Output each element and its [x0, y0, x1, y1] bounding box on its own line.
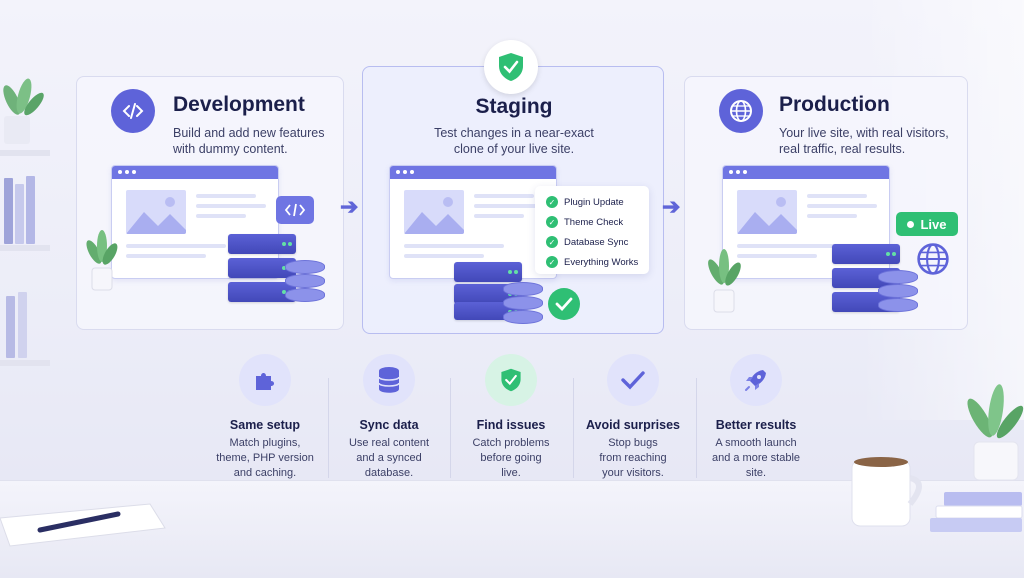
background-plant-icon — [3, 78, 44, 144]
background-plant-icon — [967, 384, 1024, 481]
check-icon: ✓ — [546, 196, 558, 208]
feature-title: Better results — [715, 418, 797, 432]
checklist-item: ✓Everything Works — [546, 256, 638, 268]
live-dot-icon — [907, 220, 915, 228]
checklist-panel: ✓Plugin Update ✓Theme Check ✓Database Sy… — [535, 186, 649, 274]
code-icon — [111, 89, 155, 133]
development-title: Development — [173, 93, 305, 116]
feature-title: Sync data — [359, 418, 419, 432]
feature-title: Same setup — [229, 418, 301, 432]
arrow-right-icon: ➔ — [662, 194, 681, 219]
check-icon: ✓ — [546, 216, 558, 228]
background-book — [6, 296, 15, 358]
background-book — [18, 292, 27, 358]
book-stack-icon — [930, 492, 1023, 532]
production-description: Your live site, with real visitors,real … — [779, 126, 949, 156]
check-icon: ✓ — [546, 236, 558, 248]
background-shelf — [0, 360, 50, 366]
feature-same-setup: Same setup Match plugins,theme, PHP vers… — [206, 354, 324, 481]
checklist-item: ✓Plugin Update — [546, 196, 624, 208]
background-shelf — [0, 245, 50, 251]
shield-check-icon — [484, 40, 538, 94]
divider — [328, 378, 329, 478]
feature-title: Find issues — [476, 418, 546, 432]
divider — [696, 378, 697, 478]
potted-plant-icon — [708, 249, 741, 313]
shield-check-icon — [485, 354, 537, 406]
background-book — [15, 184, 24, 244]
checkmark-icon — [607, 354, 659, 406]
database-icon — [363, 354, 415, 406]
globe-icon — [917, 243, 949, 275]
coffee-cup-icon — [851, 457, 922, 527]
checklist-item: ✓Database Sync — [546, 236, 628, 248]
potted-plant-icon — [86, 230, 118, 291]
divider — [450, 378, 451, 478]
rocket-icon — [730, 354, 782, 406]
background-book — [26, 176, 35, 244]
feature-title: Avoid surprises — [585, 418, 680, 432]
globe-icon — [719, 89, 763, 133]
staging-title: Staging — [475, 95, 553, 118]
divider — [573, 378, 574, 478]
arrow-right-icon: ➔ — [340, 194, 359, 219]
production-title: Production — [779, 93, 890, 116]
background-shelf — [0, 150, 50, 156]
background-book — [4, 178, 13, 244]
check-icon: ✓ — [546, 256, 558, 268]
code-badge-icon — [276, 196, 314, 224]
browser-mockup — [722, 165, 890, 279]
checklist-item: ✓Theme Check — [546, 216, 623, 228]
puzzle-icon — [239, 354, 291, 406]
success-check-icon — [548, 288, 580, 320]
notebook-pen-icon — [0, 503, 166, 547]
live-badge: Live — [896, 212, 958, 236]
